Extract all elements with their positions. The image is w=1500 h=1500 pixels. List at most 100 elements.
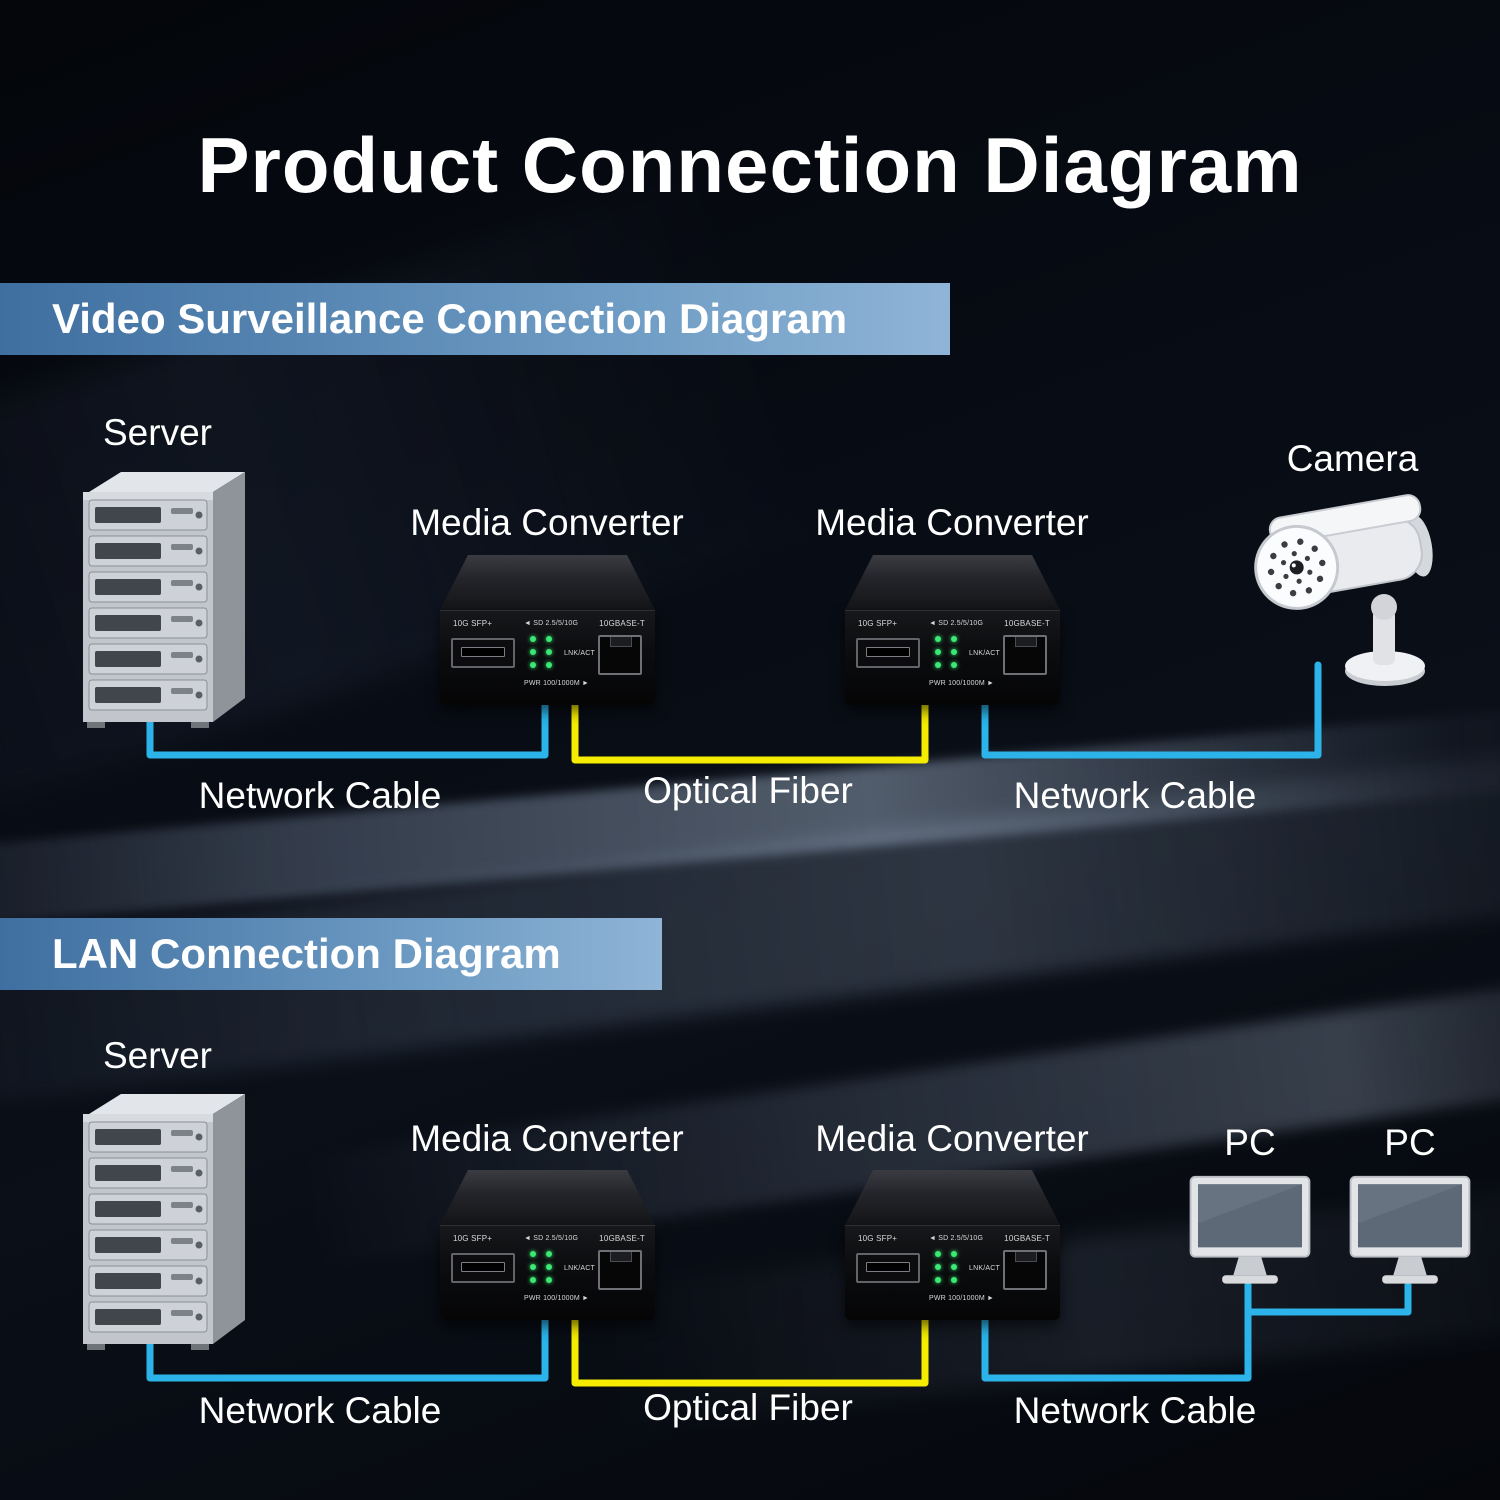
cable-label-network-2: Network Cable — [1013, 775, 1257, 816]
led-indicator — [935, 649, 941, 655]
led-indicator — [951, 662, 957, 668]
lnk-act-label: LNK/ACT — [564, 650, 595, 657]
server-icon — [83, 1094, 245, 1350]
pwr-label: PWR 100/1000M ► — [929, 680, 995, 687]
media-converter-label-3: Media Converter — [410, 1118, 684, 1159]
camera-icon — [1254, 494, 1433, 686]
pwr-label: PWR 100/1000M ► — [524, 680, 590, 687]
lnk-act-label: LNK/ACT — [969, 650, 1000, 657]
camera-label: Camera — [1286, 438, 1419, 479]
pc-device-2 — [1345, 1165, 1475, 1305]
network-cable-3 — [146, 1311, 549, 1382]
led-indicator — [530, 1264, 536, 1270]
led-indicator — [530, 649, 536, 655]
led-indicator — [951, 1277, 957, 1283]
sfp-slot — [866, 1262, 910, 1272]
sfp-port — [451, 1253, 515, 1283]
led-indicator — [935, 636, 941, 642]
cable-label-fiber-1: Optical Fiber — [643, 770, 853, 811]
media-converter-label-1: Media Converter — [410, 502, 684, 543]
rj45-port-label: 10GBASE-T — [1004, 1234, 1050, 1243]
server-icon — [83, 472, 245, 728]
page-title: Product Connection Diagram — [197, 121, 1303, 209]
led-indicator — [546, 636, 552, 642]
led-indicator — [935, 1277, 941, 1283]
cable-label-network-4: Network Cable — [1013, 1390, 1257, 1431]
sfp-port-label: 10G SFP+ — [453, 1234, 493, 1243]
media-converter-device-4: 10G SFP+ ◄ SD 2.5/5/10G 10GBASE-T LNK/AC… — [845, 1170, 1060, 1320]
banner-lan-label: LAN Connection Diagram — [52, 930, 561, 977]
led-indicator — [530, 1277, 536, 1283]
rj45-port — [1003, 635, 1047, 675]
pwr-label: PWR 100/1000M ► — [929, 1295, 995, 1302]
pwr-label: PWR 100/1000M ► — [524, 1295, 590, 1302]
media-converter-device-1: 10G SFP+ ◄ SD 2.5/5/10G 10GBASE-T LNK/AC… — [440, 555, 655, 705]
camera-device — [1235, 475, 1455, 700]
sfp-port — [451, 638, 515, 668]
status-leds — [935, 636, 957, 668]
rj45-port — [598, 1250, 642, 1290]
speed-led-label: ◄ SD 2.5/5/10G — [524, 620, 579, 627]
sfp-slot — [461, 647, 505, 657]
network-cable-4-branch — [1244, 1281, 1412, 1316]
converter-front-panel: 10G SFP+ ◄ SD 2.5/5/10G 10GBASE-T LNK/AC… — [845, 610, 1060, 705]
lnk-act-label: LNK/ACT — [969, 1265, 1000, 1272]
network-cable-1 — [146, 686, 549, 759]
pc-icon — [1349, 1175, 1471, 1284]
converter-top-face — [845, 555, 1060, 610]
speed-led-label: ◄ SD 2.5/5/10G — [929, 1235, 984, 1242]
media-converter-label-2: Media Converter — [815, 502, 1089, 543]
banner-video-label: Video Surveillance Connection Diagram — [52, 295, 848, 342]
cable-label-fiber-2: Optical Fiber — [643, 1387, 853, 1428]
led-indicator — [935, 1251, 941, 1257]
led-indicator — [951, 1264, 957, 1270]
cable-label-network-1: Network Cable — [198, 775, 442, 816]
server-label-2: Server — [103, 1035, 212, 1076]
led-indicator — [951, 1251, 957, 1257]
led-indicator — [530, 1251, 536, 1257]
cable-label-network-3: Network Cable — [198, 1390, 442, 1431]
speed-led-label: ◄ SD 2.5/5/10G — [524, 1235, 579, 1242]
status-leds — [935, 1251, 957, 1283]
led-indicator — [530, 636, 536, 642]
network-cable-4 — [981, 1281, 1252, 1382]
converter-top-face — [845, 1170, 1060, 1225]
banner-video-surveillance: Video Surveillance Connection Diagram — [0, 283, 950, 355]
media-converter-label-4: Media Converter — [815, 1118, 1089, 1159]
status-leds — [530, 1251, 552, 1283]
led-indicator — [546, 1277, 552, 1283]
led-indicator — [546, 649, 552, 655]
media-converter-device-3: 10G SFP+ ◄ SD 2.5/5/10G 10GBASE-T LNK/AC… — [440, 1170, 655, 1320]
rj45-port — [598, 635, 642, 675]
led-indicator — [546, 1264, 552, 1270]
pc-icon — [1189, 1175, 1311, 1284]
led-indicator — [951, 636, 957, 642]
optical-fiber-1 — [571, 696, 929, 764]
pc-label-1: PC — [1224, 1122, 1276, 1163]
pc-device-1 — [1185, 1165, 1315, 1305]
led-indicator — [530, 662, 536, 668]
pc-label-2: PC — [1384, 1122, 1436, 1163]
led-indicator — [546, 662, 552, 668]
rj45-port-label: 10GBASE-T — [599, 619, 645, 628]
media-converter-device-2: 10G SFP+ ◄ SD 2.5/5/10G 10GBASE-T LNK/AC… — [845, 555, 1060, 705]
rj45-port — [1003, 1250, 1047, 1290]
speed-led-label: ◄ SD 2.5/5/10G — [929, 620, 984, 627]
network-cable-2 — [981, 661, 1322, 759]
server-device-2 — [75, 1082, 245, 1357]
converter-front-panel: 10G SFP+ ◄ SD 2.5/5/10G 10GBASE-T LNK/AC… — [440, 1225, 655, 1320]
converter-top-face — [440, 555, 655, 610]
sfp-port-label: 10G SFP+ — [858, 619, 898, 628]
led-indicator — [935, 662, 941, 668]
sfp-slot — [461, 1262, 505, 1272]
banner-lan: LAN Connection Diagram — [0, 918, 662, 990]
led-indicator — [546, 1251, 552, 1257]
converter-front-panel: 10G SFP+ ◄ SD 2.5/5/10G 10GBASE-T LNK/AC… — [440, 610, 655, 705]
converter-top-face — [440, 1170, 655, 1225]
rj45-port-label: 10GBASE-T — [1004, 619, 1050, 628]
optical-fiber-2 — [571, 1311, 929, 1387]
lnk-act-label: LNK/ACT — [564, 1265, 595, 1272]
sfp-port-label: 10G SFP+ — [858, 1234, 898, 1243]
rj45-port-label: 10GBASE-T — [599, 1234, 645, 1243]
